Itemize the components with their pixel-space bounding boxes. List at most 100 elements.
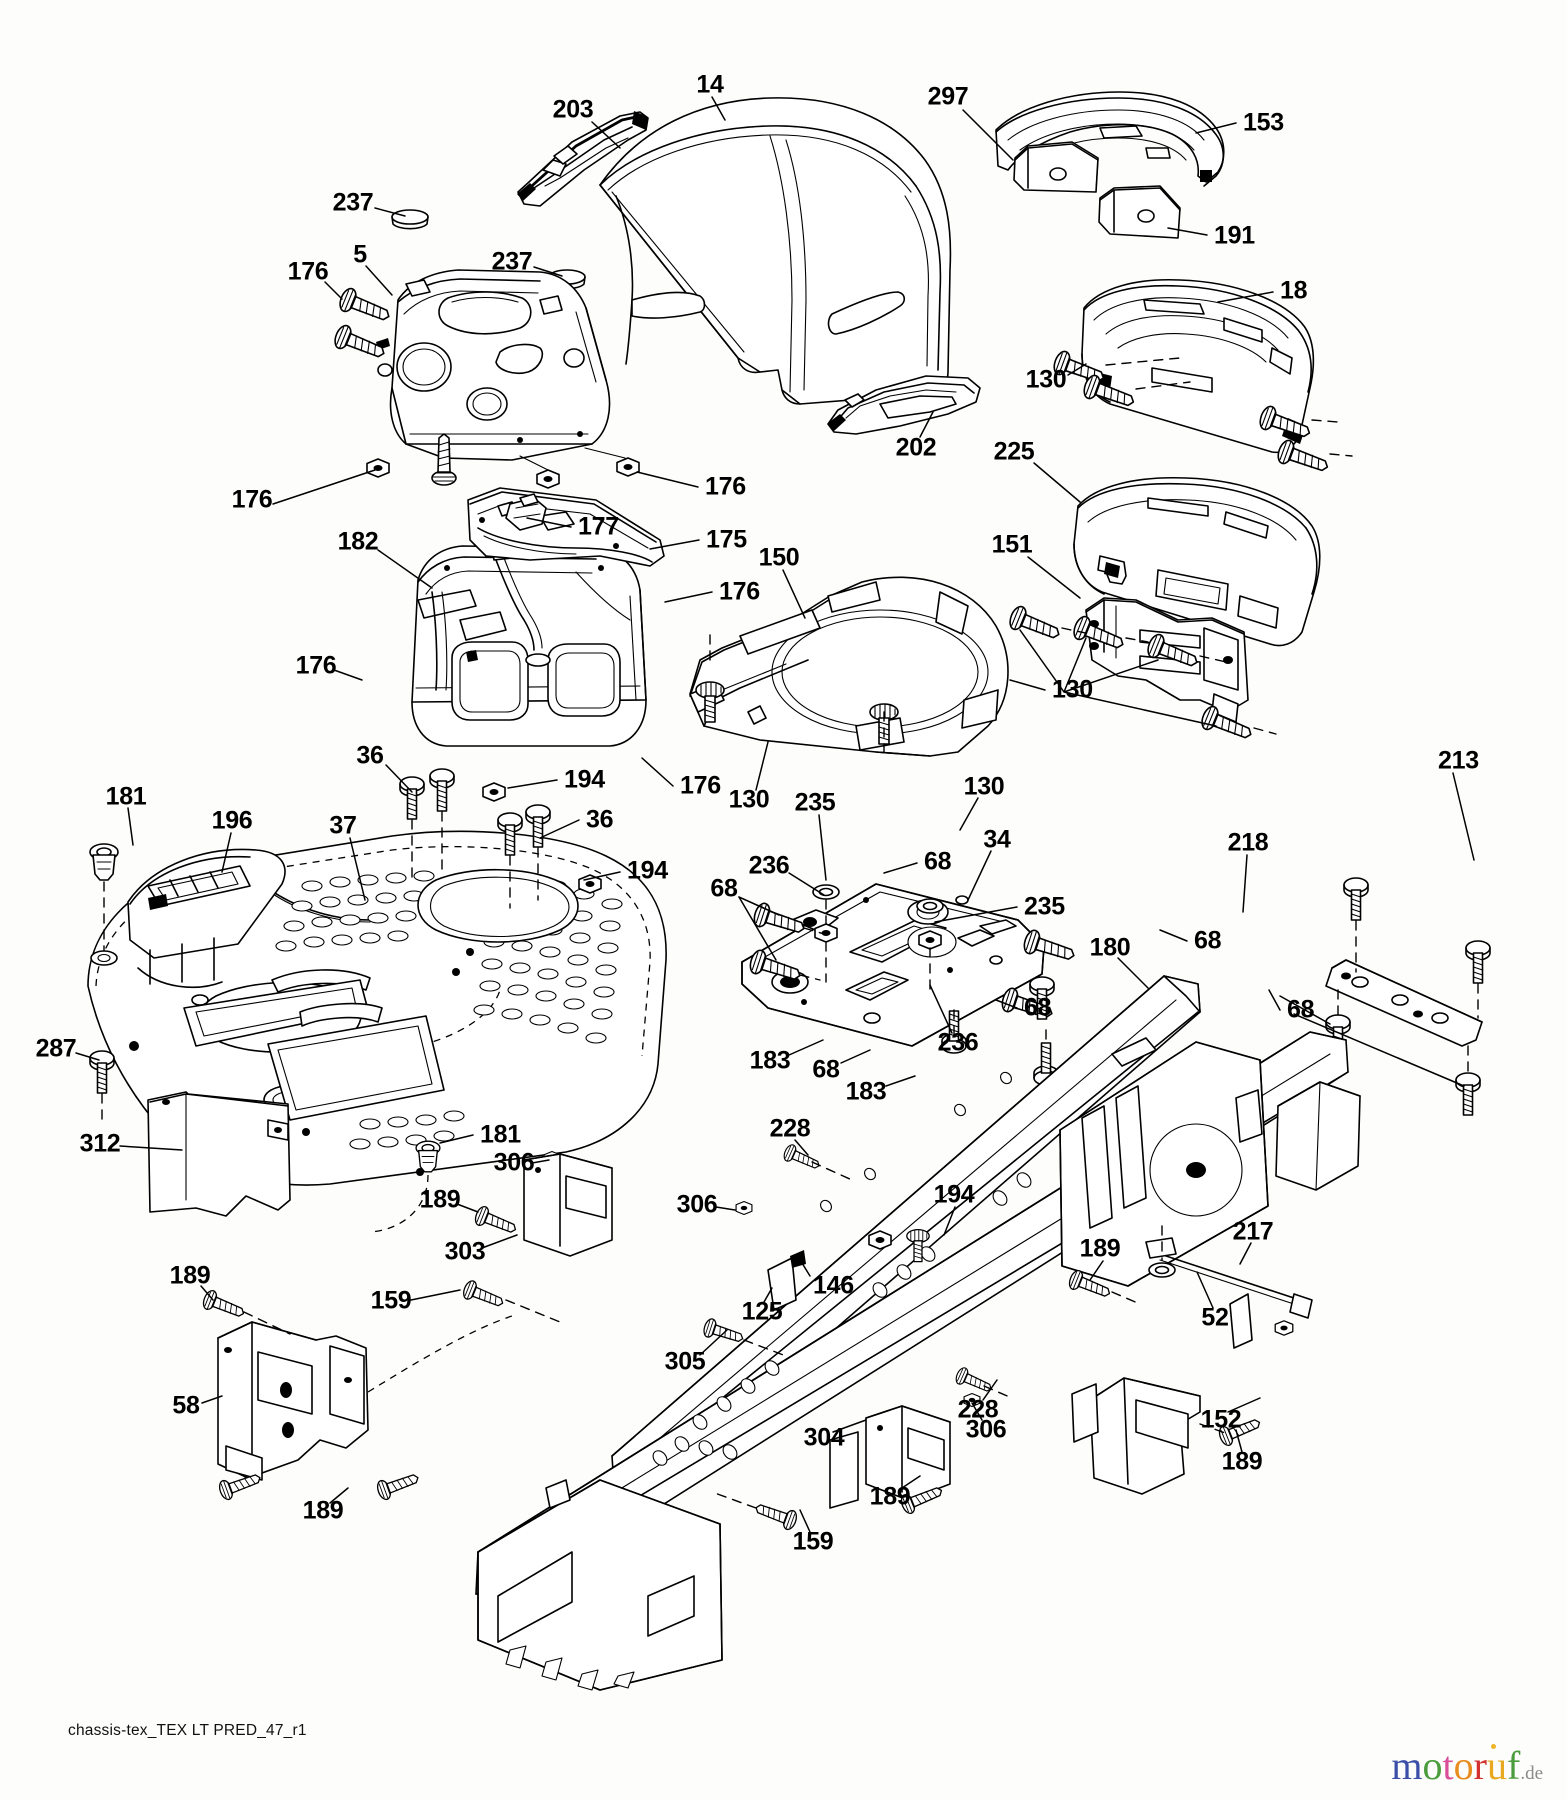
callout-306: 306 <box>676 1190 718 1219</box>
callout-228: 228 <box>769 1114 811 1143</box>
callout-305: 305 <box>664 1347 706 1376</box>
callout-159: 159 <box>370 1286 412 1315</box>
part-bracket-58 <box>217 1315 513 1481</box>
callout-236: 236 <box>748 851 790 880</box>
part-console-182 <box>411 543 647 747</box>
fastener-189-right <box>1066 1268 1141 1305</box>
part-handle-202 <box>827 375 981 435</box>
callout-36: 36 <box>356 741 384 770</box>
fastener-group-176-top <box>331 285 640 489</box>
part-plate-34 <box>741 883 1045 1047</box>
fastener-189-left-b <box>200 1288 291 1335</box>
fastener-189-left-a <box>472 1204 520 1240</box>
callout-52: 52 <box>1201 1303 1229 1332</box>
callout-213: 213 <box>1438 746 1479 775</box>
watermark-dot <box>1491 1744 1496 1749</box>
callout-306: 306 <box>965 1415 1007 1444</box>
callout-176: 176 <box>287 257 329 286</box>
part-clip-177 <box>505 493 547 531</box>
callout-202: 202 <box>895 433 937 462</box>
fastener-287 <box>89 1050 115 1125</box>
fastener-group-130-cover18 <box>1050 348 1353 480</box>
part-bracket-152 <box>1071 1377 1201 1495</box>
fastener-group-213 <box>1279 877 1491 1116</box>
callout-68: 68 <box>1024 993 1052 1022</box>
callout-130: 130 <box>1052 675 1093 704</box>
callout-151: 151 <box>991 530 1033 559</box>
callout-175: 175 <box>706 525 747 554</box>
diagram-caption: chassis-tex_TEX LT PRED_47_r1 <box>68 1722 307 1739</box>
part-pad-196 <box>127 848 286 1006</box>
callout-189: 189 <box>419 1185 461 1214</box>
callout-237: 237 <box>491 247 533 276</box>
callout-150: 150 <box>758 543 800 572</box>
callout-146: 146 <box>813 1271 854 1300</box>
callout-68: 68 <box>1194 926 1222 955</box>
callout-176: 176 <box>680 771 721 800</box>
callout-34: 34 <box>983 825 1011 854</box>
callout-217: 217 <box>1232 1217 1274 1246</box>
part-cover-18 <box>1081 278 1315 454</box>
callout-306: 306 <box>493 1148 535 1177</box>
callout-176: 176 <box>231 485 273 514</box>
part-block-297 <box>1013 141 1099 193</box>
callout-218: 218 <box>1227 828 1269 857</box>
fastener-group-183 <box>941 976 1059 1086</box>
watermark-letters: motoruf <box>1391 1743 1520 1788</box>
callout-58: 58 <box>172 1391 200 1420</box>
callout-159: 159 <box>792 1527 834 1556</box>
part-hood-14 <box>599 97 952 405</box>
callout-287: 287 <box>35 1034 77 1063</box>
callout-304: 304 <box>803 1423 845 1452</box>
callout-203: 203 <box>552 95 594 124</box>
callout-68: 68 <box>1287 995 1315 1024</box>
callout-194: 194 <box>564 765 605 794</box>
part-dash-panel-5 <box>376 269 611 461</box>
watermark-letter-4: r <box>1473 1743 1487 1788</box>
callout-297: 297 <box>927 82 969 111</box>
callout-191: 191 <box>1214 221 1255 250</box>
callout-152: 152 <box>1200 1405 1242 1434</box>
callout-18: 18 <box>1280 276 1308 305</box>
callout-125: 125 <box>741 1297 783 1326</box>
callout-68: 68 <box>710 874 738 903</box>
callout-14: 14 <box>696 70 724 99</box>
callout-196: 196 <box>211 806 253 835</box>
watermark-letter-6: f <box>1506 1743 1521 1788</box>
callout-237: 237 <box>332 188 374 217</box>
watermark-letter-1: o <box>1422 1743 1443 1788</box>
part-cap-237-a <box>391 209 429 230</box>
part-brace-218 <box>1325 959 1483 1047</box>
part-block-191 <box>1098 185 1181 239</box>
callout-236: 236 <box>937 1028 979 1057</box>
callout-183: 183 <box>845 1077 887 1106</box>
motoruf-watermark: motoruf.de <box>1391 1743 1543 1788</box>
callout-194: 194 <box>627 856 668 885</box>
fastener-159-a <box>460 1278 561 1323</box>
callout-130: 130 <box>728 785 770 814</box>
part-panel-312 <box>147 1091 291 1217</box>
callout-182: 182 <box>337 527 379 556</box>
callout-176: 176 <box>705 472 746 501</box>
callout-189: 189 <box>1079 1234 1121 1263</box>
fastener-228-a <box>781 1142 853 1181</box>
callout-235: 235 <box>794 788 836 817</box>
callout-189: 189 <box>169 1261 211 1290</box>
callout-36: 36 <box>586 805 614 834</box>
part-blower-housing-150 <box>689 576 1009 757</box>
callout-37: 37 <box>329 811 357 840</box>
callout-177: 177 <box>578 512 619 541</box>
part-deck-37 <box>87 830 667 1186</box>
fastener-159-b <box>711 1491 800 1532</box>
fastener-group-36 <box>399 768 551 909</box>
part-bracket-303 <box>523 1153 613 1257</box>
callout-130: 130 <box>1025 365 1067 394</box>
callout-68: 68 <box>924 847 952 876</box>
fastener-189-152 <box>1199 1412 1264 1448</box>
part-rivet-181-bottom <box>369 1140 441 1233</box>
watermark-suffix: .de <box>1520 1763 1543 1784</box>
callout-181: 181 <box>480 1120 521 1149</box>
callout-189: 189 <box>302 1496 344 1525</box>
